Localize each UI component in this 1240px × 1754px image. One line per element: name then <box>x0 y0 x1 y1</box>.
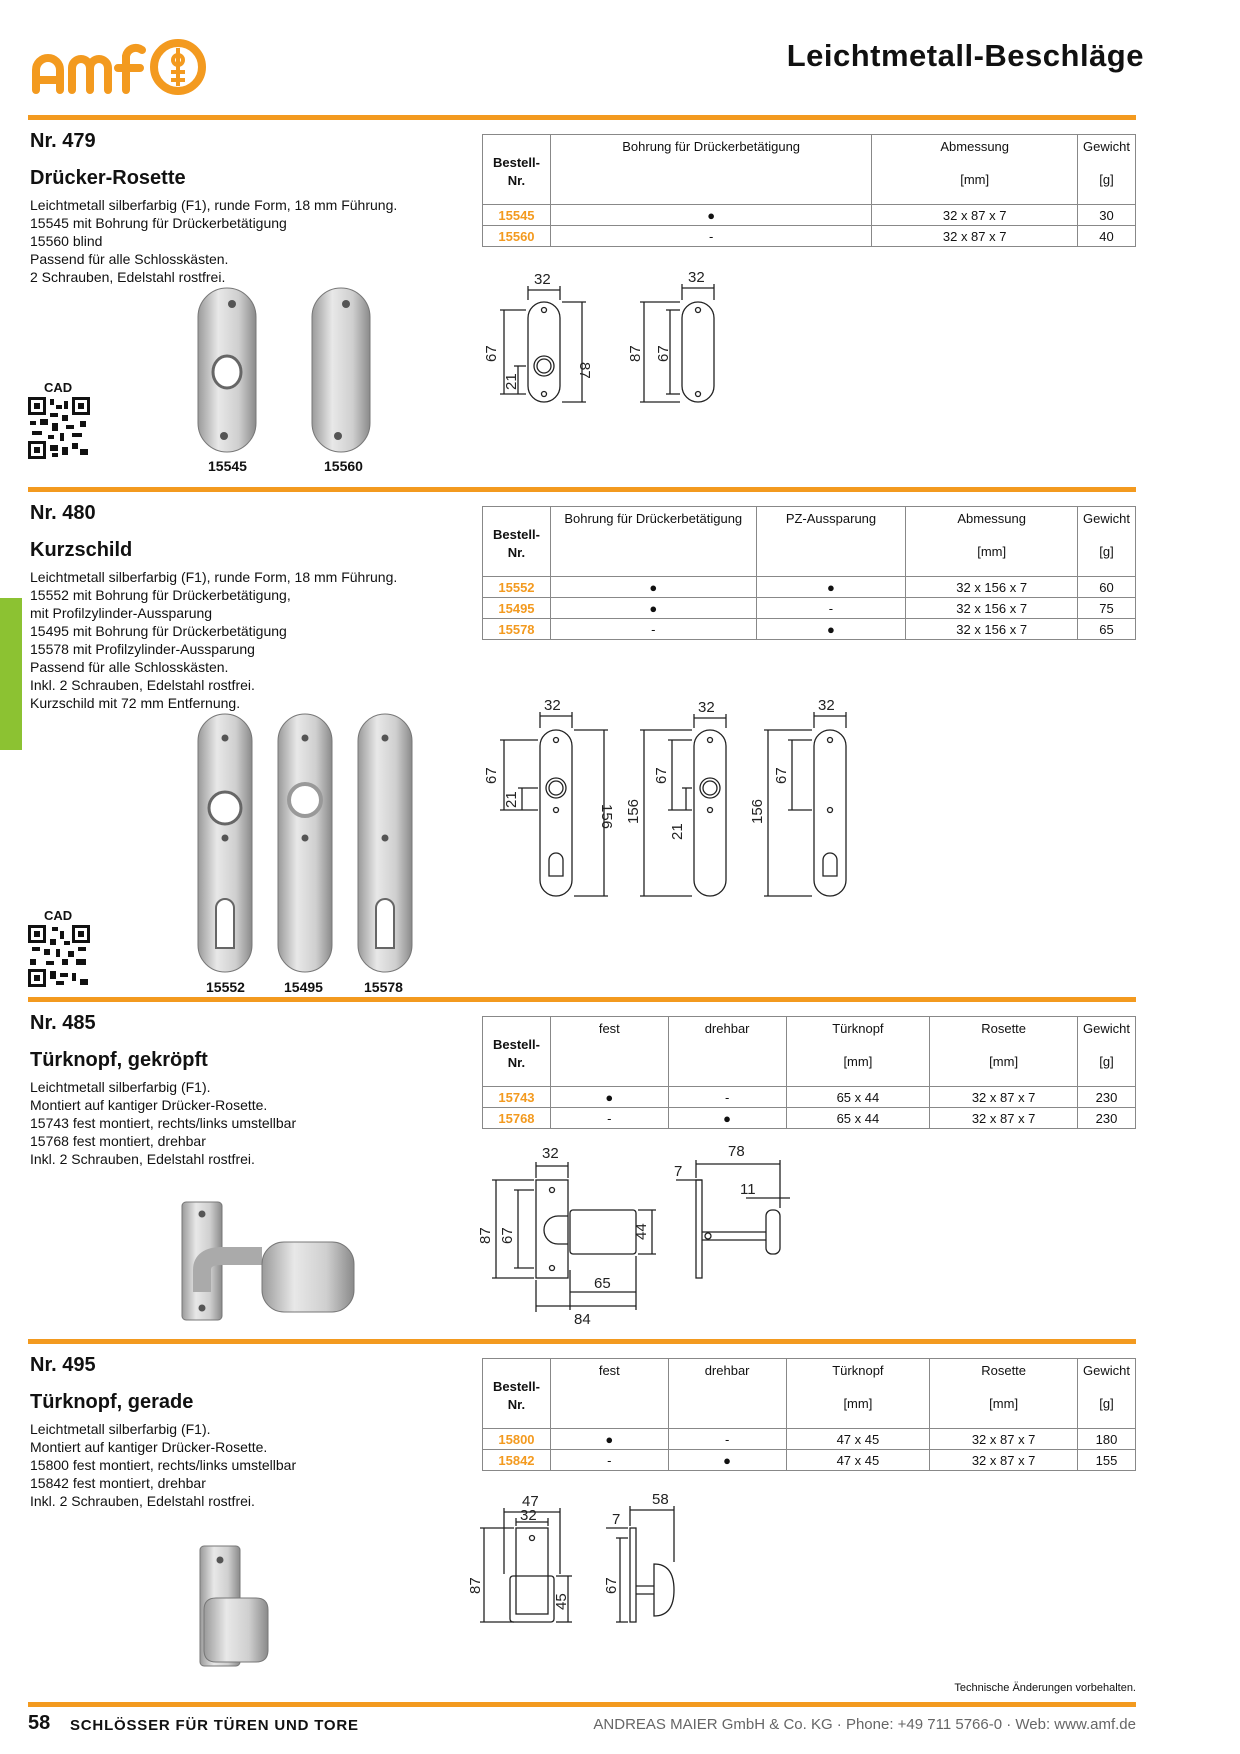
table-row: 15800 ● - 47 x 45 32 x 87 x 7 180 <box>482 1428 1137 1450</box>
svg-text:67: 67 <box>483 767 500 784</box>
section-title: Kurzschild <box>30 539 133 561</box>
qr-code-icon[interactable] <box>28 397 90 459</box>
svg-text:67: 67 <box>655 345 672 362</box>
product-caption: 15560 <box>324 458 363 474</box>
page-number: 58 <box>28 1712 51 1734</box>
svg-text:156: 156 <box>749 799 766 824</box>
technical-drawing: 47 32 87 45 58 7 67 <box>470 1494 675 1623</box>
svg-text:44: 44 <box>633 1223 650 1240</box>
svg-text:87: 87 <box>477 1227 494 1244</box>
cad-label: CAD <box>44 380 73 395</box>
section-divider <box>28 997 1136 1002</box>
svg-text:87: 87 <box>627 345 644 362</box>
section-number: Nr. 495 <box>30 1354 96 1376</box>
svg-text:7: 7 <box>612 1511 620 1528</box>
section-title: Türknopf, gekröpft <box>30 1049 208 1071</box>
table-row: 15495 ● - 32 x 156 x 7 75 <box>482 597 1136 619</box>
svg-text:32: 32 <box>544 700 561 714</box>
section-number: Nr. 479 <box>30 130 96 152</box>
svg-text:67: 67 <box>773 767 790 784</box>
svg-text:32: 32 <box>520 1507 537 1524</box>
footer-divider <box>28 1702 1136 1707</box>
section-description: Leichtmetall silberfarbig (F1), runde Fo… <box>30 569 398 711</box>
product-photo-knob-cranked <box>181 1201 355 1321</box>
svg-text:67: 67 <box>483 345 500 362</box>
footer-note: Technische Änderungen vorbehalten. <box>954 1682 1136 1694</box>
section-description: Leichtmetall silberfarbig (F1), runde Fo… <box>30 197 398 285</box>
product-photo-knob-straight <box>199 1545 269 1667</box>
svg-text:47: 47 <box>522 1494 539 1510</box>
spec-table: Bestell-Nr. Bohrung für Drückerbetätigun… <box>482 134 1136 247</box>
svg-text:67: 67 <box>653 767 670 784</box>
svg-text:32: 32 <box>542 1145 559 1162</box>
svg-text:21: 21 <box>669 823 686 840</box>
section-divider <box>28 487 1136 492</box>
cad-label: CAD <box>44 908 73 923</box>
section-title: Drücker-Rosette <box>30 167 186 189</box>
spec-table: Bestell-Nr. fest drehbar Türknopf[mm] Ro… <box>482 1358 1137 1471</box>
company-info: ANDREAS MAIER GmbH & Co. KG · Phone: +49… <box>593 1716 1136 1733</box>
svg-text:32: 32 <box>698 700 715 716</box>
table-row: 15560 - 32 x 87 x 7 40 <box>482 225 1136 247</box>
table-row: 15842 - ● 47 x 45 32 x 87 x 7 155 <box>482 1449 1137 1471</box>
svg-text:67: 67 <box>499 1227 516 1244</box>
svg-text:65: 65 <box>594 1275 611 1292</box>
product-caption: 15545 <box>208 458 247 474</box>
svg-text:84: 84 <box>574 1311 591 1328</box>
svg-text:32: 32 <box>534 271 551 288</box>
svg-text:58: 58 <box>652 1494 669 1508</box>
product-photo-rosettes <box>197 287 371 453</box>
section-divider <box>28 1339 1136 1344</box>
chapter-tab <box>0 598 22 750</box>
product-photo-shields <box>197 713 413 973</box>
section-number: Nr. 485 <box>30 1012 96 1034</box>
svg-text:32: 32 <box>818 700 835 714</box>
svg-text:87: 87 <box>576 362 593 379</box>
technical-drawing: 32 67 21 87 32 87 67 <box>483 269 715 403</box>
svg-text:45: 45 <box>553 1593 570 1610</box>
product-caption: 15578 <box>364 979 403 995</box>
svg-text:32: 32 <box>688 269 705 286</box>
table-row: 15552 ● ● 32 x 156 x 7 60 <box>482 576 1136 598</box>
technical-drawing: 32 67 21 156 32 156 67 21 32 156 67 <box>483 700 847 897</box>
section-number: Nr. 480 <box>30 502 96 524</box>
svg-text:156: 156 <box>625 799 642 824</box>
spec-table: Bestell-Nr. fest drehbar Türknopf[mm] Ro… <box>482 1016 1137 1129</box>
section-title: Türknopf, gerade <box>30 1391 194 1413</box>
product-caption: 15495 <box>284 979 323 995</box>
qr-code-icon[interactable] <box>28 925 90 987</box>
svg-text:67: 67 <box>603 1577 620 1594</box>
table-row: 15768 - ● 65 x 44 32 x 87 x 7 230 <box>482 1107 1137 1129</box>
svg-text:78: 78 <box>728 1143 745 1160</box>
section-description: Leichtmetall silberfarbig (F1).Montiert … <box>30 1079 297 1167</box>
svg-text:87: 87 <box>470 1577 484 1594</box>
svg-text:7: 7 <box>674 1163 682 1180</box>
spec-table: Bestell-Nr. Bohrung für Drückerbetätigun… <box>482 506 1136 640</box>
chapter-title: SCHLÖSSER FÜR TÜREN UND TORE <box>70 1717 359 1734</box>
table-row: 15545 ● 32 x 87 x 7 30 <box>482 204 1136 226</box>
section-divider <box>28 115 1136 120</box>
product-caption: 15552 <box>206 979 245 995</box>
page-title: Leichtmetall-Beschläge <box>786 38 1144 73</box>
svg-text:11: 11 <box>740 1181 756 1198</box>
svg-text:21: 21 <box>503 373 520 390</box>
table-row: 15743 ● - 65 x 44 32 x 87 x 7 230 <box>482 1086 1137 1108</box>
svg-text:156: 156 <box>598 804 615 829</box>
svg-text:21: 21 <box>503 791 520 808</box>
amf-logo <box>32 39 206 95</box>
technical-drawing: 32 87 67 44 65 84 78 7 11 <box>477 1143 790 1328</box>
section-description: Leichtmetall silberfarbig (F1).Montiert … <box>30 1421 297 1509</box>
table-row: 15578 - ● 32 x 156 x 7 65 <box>482 618 1136 640</box>
